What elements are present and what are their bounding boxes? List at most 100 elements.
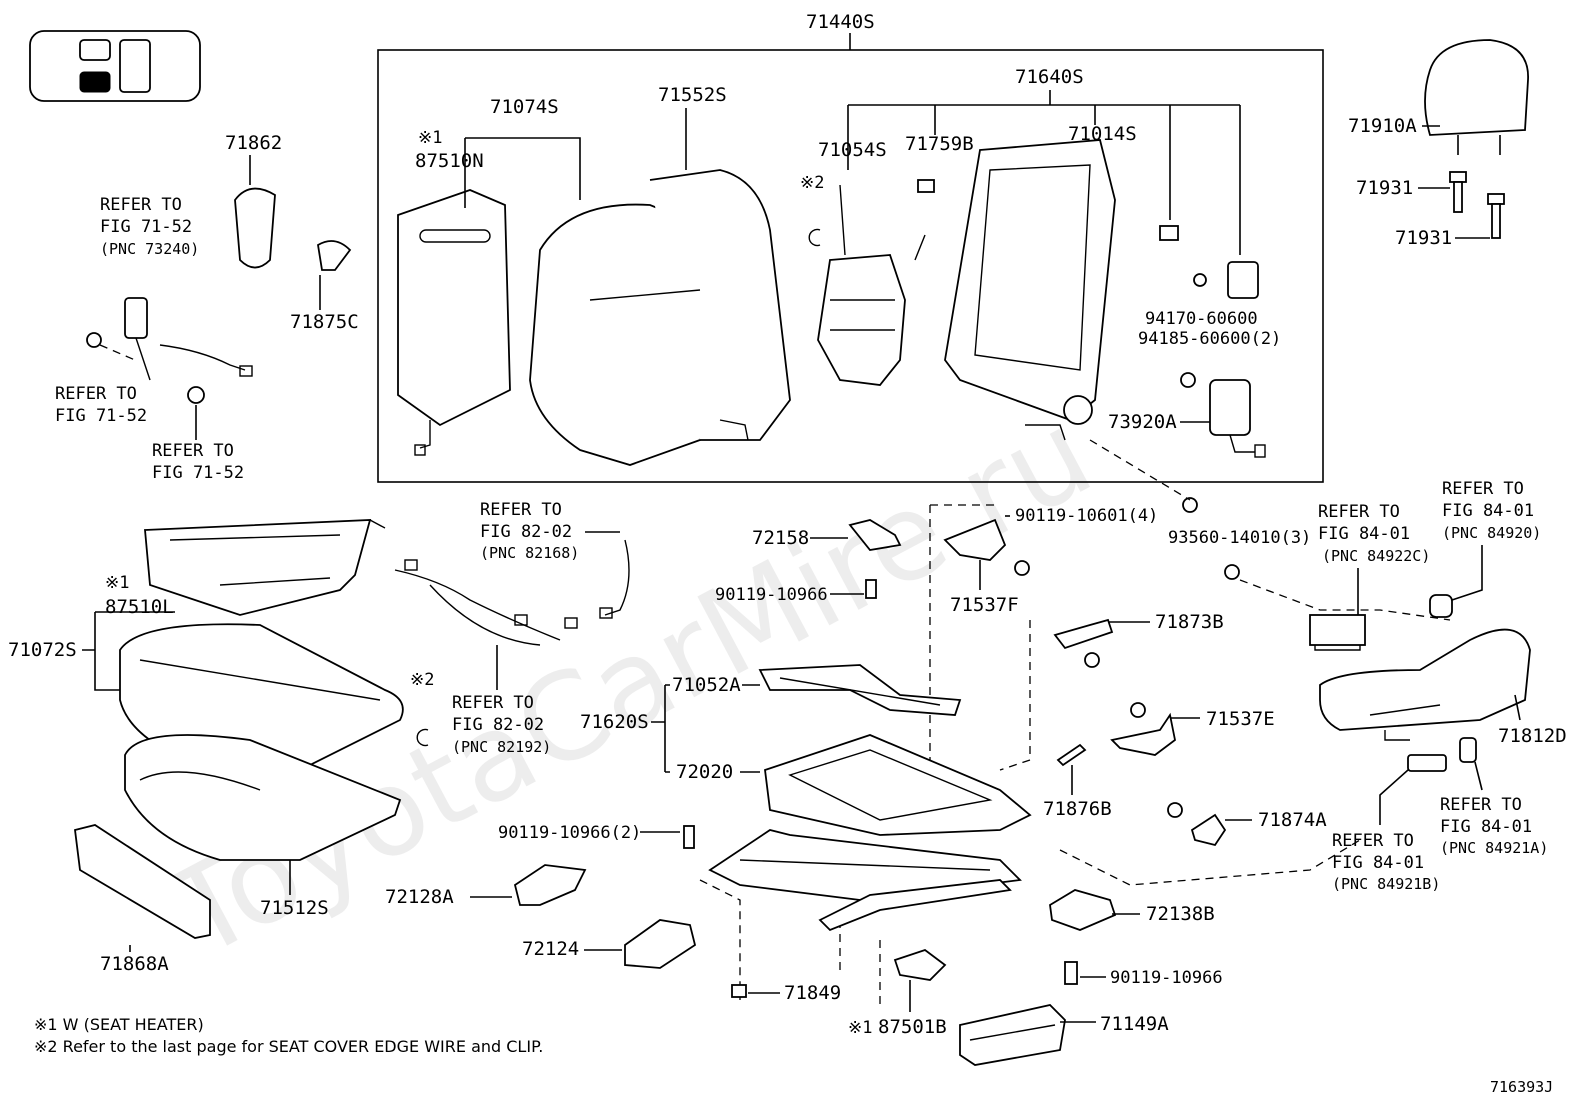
clip-71759B bbox=[917, 179, 935, 193]
seat-side-shield-part bbox=[1319, 628, 1531, 741]
label-90119-10601: 90119-10601(4) bbox=[1015, 506, 1158, 526]
seat-spring-part bbox=[758, 664, 962, 716]
label-71640S: 71640S bbox=[1015, 66, 1084, 88]
label-87510L: 87510L bbox=[105, 596, 174, 618]
power-seat-switch-part bbox=[1309, 614, 1366, 651]
seat-back-assembly-box bbox=[377, 33, 1324, 483]
ref6-line3: (PNC 84922C) bbox=[1322, 547, 1430, 565]
seat-cushion-pad-part bbox=[124, 734, 402, 861]
label-71862: 71862 bbox=[225, 132, 282, 154]
ref4-line1: REFER TO bbox=[480, 500, 562, 520]
label-87501B: 87501B bbox=[878, 1016, 947, 1038]
bolt-71537F bbox=[1014, 560, 1030, 576]
ref8-line3: (PNC 84921A) bbox=[1440, 839, 1548, 857]
label-71014S: 71014S bbox=[1068, 123, 1137, 145]
label-71931-a: 71931 bbox=[1356, 177, 1413, 199]
seat-cushion-cover-part bbox=[119, 623, 404, 771]
mark-note2-a: ※2 bbox=[800, 173, 824, 193]
label-71875C: 71875C bbox=[290, 311, 359, 333]
ref9-line2: FIG 84-01 bbox=[1332, 853, 1424, 873]
ref7-line1: REFER TO bbox=[1442, 479, 1524, 499]
bushing-part bbox=[1159, 225, 1179, 241]
headrest-guide-part-1 bbox=[1449, 171, 1467, 213]
guide-lines-3 bbox=[699, 879, 881, 1010]
ref2-line2: FIG 71-52 bbox=[55, 406, 147, 426]
ref3-line1: REFER TO bbox=[152, 441, 234, 461]
bracket-71537E bbox=[1110, 712, 1176, 756]
mark-note1-b: ※1 bbox=[105, 573, 129, 593]
bolt-part bbox=[86, 332, 102, 348]
label-72138B: 72138B bbox=[1146, 903, 1215, 925]
label-94185: 94185-60600(2) bbox=[1138, 329, 1281, 349]
label-71074S: 71074S bbox=[490, 96, 559, 118]
clip-71876B bbox=[1056, 743, 1087, 767]
label-72128A: 72128A bbox=[385, 886, 454, 908]
seat-heater-switch-87501B bbox=[893, 948, 947, 981]
label-71759B: 71759B bbox=[905, 133, 974, 155]
knob-84921B bbox=[1407, 754, 1447, 772]
label-90119-10966-2: 90119-10966(2) bbox=[498, 823, 641, 843]
ref8-line1: REFER TO bbox=[1440, 795, 1522, 815]
bolt-90119-b bbox=[683, 825, 695, 849]
bolt-71873B bbox=[1084, 652, 1100, 668]
cover-72128A bbox=[513, 864, 587, 906]
ref1-line1: REFER TO bbox=[100, 195, 182, 215]
cover-71149A bbox=[959, 1004, 1066, 1066]
label-73920A: 73920A bbox=[1108, 411, 1177, 433]
ref5-line2: FIG 82-02 bbox=[452, 715, 544, 735]
label-72124: 72124 bbox=[522, 938, 579, 960]
headrest-guide-part-2 bbox=[1487, 193, 1505, 239]
bolt-90119-c bbox=[1064, 961, 1078, 985]
footnote-2: ※2 Refer to the last page for SEAT COVER… bbox=[34, 1037, 543, 1056]
bracket-72158 bbox=[848, 519, 902, 551]
label-90119-10966-a: 90119-10966 bbox=[715, 585, 828, 605]
ref5-line1: REFER TO bbox=[452, 693, 534, 713]
knob-84921A bbox=[1459, 737, 1477, 763]
seat-cushion-heater-part bbox=[144, 519, 386, 616]
connector-part bbox=[187, 386, 205, 404]
ref4-line2: FIG 82-02 bbox=[480, 522, 572, 542]
pad-part bbox=[1227, 261, 1259, 299]
lumbar-support-part bbox=[817, 184, 926, 386]
seat-track-part bbox=[708, 829, 1022, 932]
label-71552S: 71552S bbox=[658, 84, 727, 106]
seat-position-icon bbox=[29, 30, 201, 102]
label-72020: 72020 bbox=[676, 761, 733, 783]
trim-71875C bbox=[317, 240, 352, 271]
label-71910A: 71910A bbox=[1348, 115, 1417, 137]
label-71537E: 71537E bbox=[1206, 708, 1275, 730]
label-87510N: 87510N bbox=[415, 150, 484, 172]
label-93560: 93560-14010(3) bbox=[1168, 528, 1311, 548]
cover-72124 bbox=[624, 919, 697, 969]
mark-note2-b: ※2 bbox=[410, 670, 434, 690]
label-71149A: 71149A bbox=[1100, 1013, 1169, 1035]
bolt-71537E bbox=[1130, 702, 1146, 718]
ref5-line3: (PNC 82192) bbox=[452, 738, 551, 756]
front-trim-part bbox=[74, 824, 211, 939]
ref3-line2: FIG 71-52 bbox=[152, 463, 244, 483]
wire-harness-part bbox=[394, 539, 630, 646]
bolt-90119-a bbox=[865, 579, 877, 599]
nut-94170 bbox=[1193, 273, 1207, 287]
label-71812D: 71812D bbox=[1498, 725, 1567, 747]
bracket-71873B bbox=[1053, 618, 1114, 650]
bolt-71874A bbox=[1167, 802, 1183, 818]
lumbar-switch-part bbox=[1429, 594, 1453, 618]
bolt-93560-a bbox=[1182, 497, 1198, 513]
label-71868A: 71868A bbox=[100, 953, 169, 975]
label-71052A: 71052A bbox=[672, 674, 741, 696]
seat-back-cover-part bbox=[529, 169, 791, 466]
ref9-line1: REFER TO bbox=[1332, 831, 1414, 851]
ref1-line2: FIG 71-52 bbox=[100, 217, 192, 237]
ref9-line3: (PNC 84921B) bbox=[1332, 875, 1440, 893]
label-71512S: 71512S bbox=[260, 897, 329, 919]
clip-71849 bbox=[731, 984, 747, 998]
headrest-part bbox=[1424, 39, 1529, 155]
ref6-line2: FIG 84-01 bbox=[1318, 524, 1410, 544]
ref6-line1: REFER TO bbox=[1318, 502, 1400, 522]
label-71440S: 71440S bbox=[806, 11, 875, 33]
mark-note1-c: ※1 bbox=[848, 1018, 872, 1038]
seat-belt-buckle-part bbox=[124, 297, 253, 381]
guide-lines-2 bbox=[1089, 439, 1451, 621]
